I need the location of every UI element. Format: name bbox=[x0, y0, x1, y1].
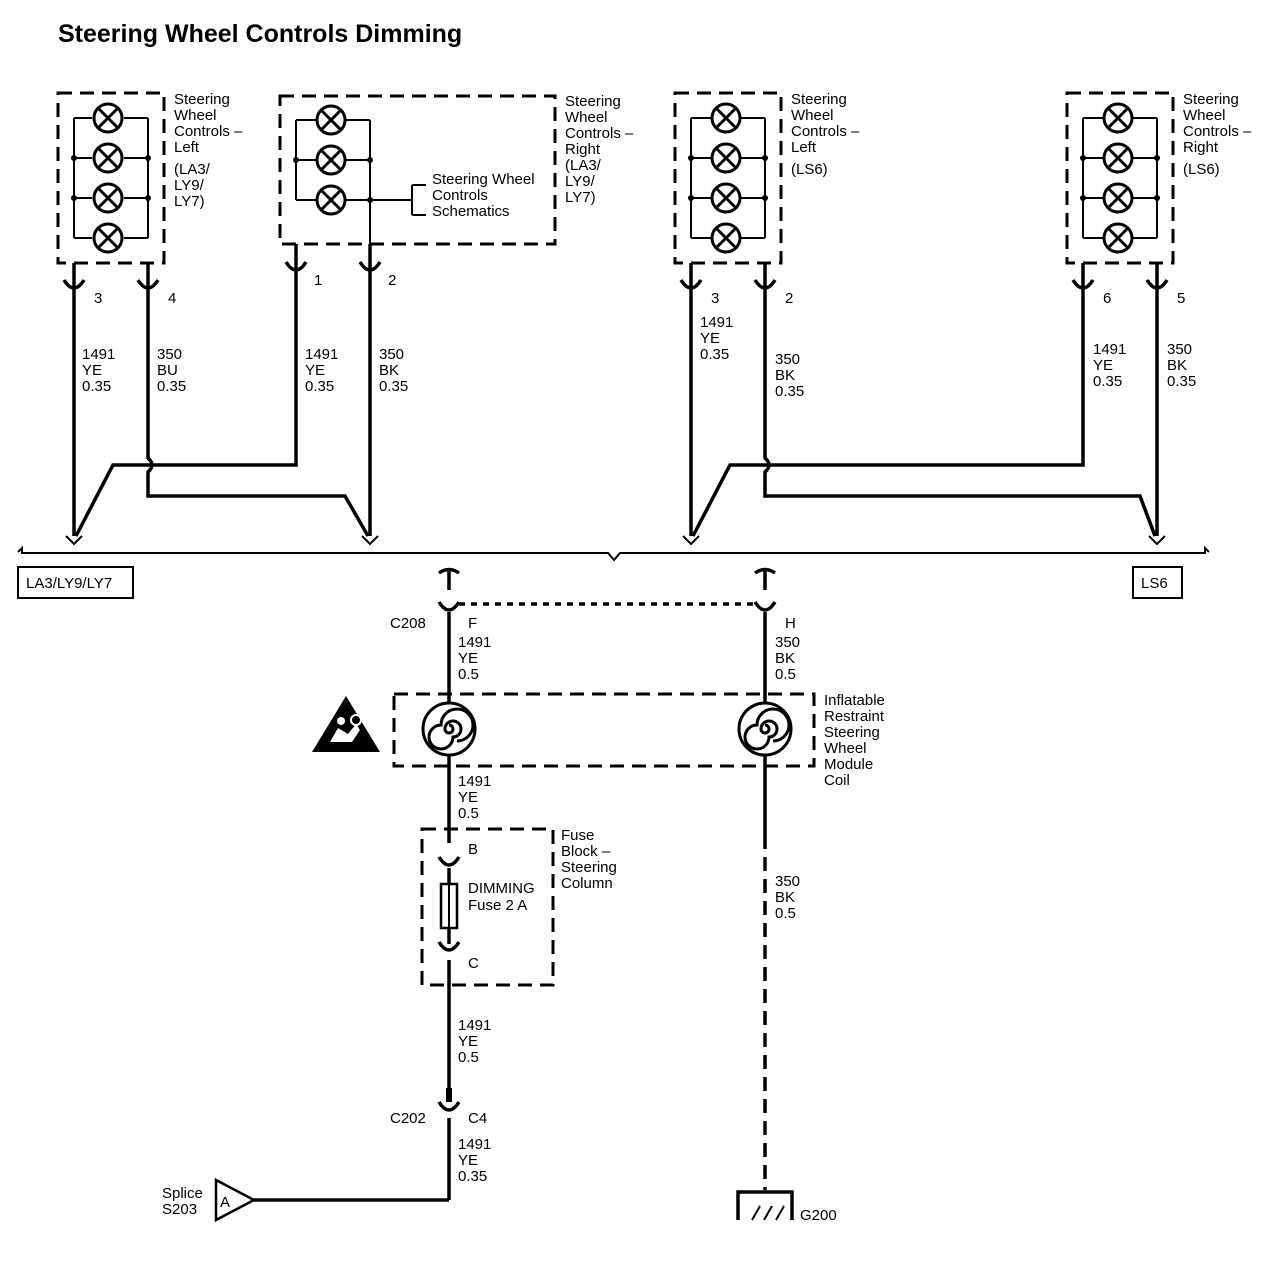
module-label: Steering Wheel Controls – Right (LS6) bbox=[1183, 91, 1256, 178]
connector-c202: C202 C4 bbox=[390, 1088, 487, 1127]
module-label: Inflatable Restraint Steering Wheel Modu… bbox=[824, 692, 889, 789]
pin-number: B bbox=[468, 841, 478, 858]
connector-label: C202 bbox=[390, 1110, 426, 1127]
lamp-icon bbox=[1083, 102, 1157, 134]
clockspring-icon bbox=[737, 701, 793, 757]
module-label: Steering Wheel Controls – Right (LA3/ LY… bbox=[565, 93, 638, 206]
pin-number: 3 bbox=[94, 290, 102, 307]
fuse-block: B C DIMMING Fuse 2 A Fuse Block – Steeri… bbox=[420, 827, 621, 987]
pin-number: 3 bbox=[711, 290, 719, 307]
lamp-icon bbox=[1083, 222, 1157, 254]
module-label: Steering Wheel Controls – Left (LA3/ LY9… bbox=[174, 91, 247, 210]
coil-module: Inflatable Restraint Steering Wheel Modu… bbox=[392, 692, 889, 789]
schematics-reference: Steering Wheel Controls Schematics bbox=[432, 171, 539, 220]
lamp-icon bbox=[296, 104, 370, 136]
connector-terminals bbox=[62, 261, 1169, 290]
pin-number: 4 bbox=[168, 290, 176, 307]
lamp-icon bbox=[296, 184, 370, 216]
connector-label: C208 bbox=[390, 615, 426, 632]
lamp-icon bbox=[74, 222, 148, 254]
lamp-icon bbox=[296, 144, 370, 176]
upper-wiring bbox=[65, 244, 1166, 546]
pin-number: C bbox=[468, 955, 479, 972]
lamp-icon bbox=[74, 182, 148, 214]
pin-number: 5 bbox=[1177, 290, 1185, 307]
splice-s203: A Splice S203 bbox=[162, 1177, 257, 1223]
option-label-right: LS6 bbox=[1141, 575, 1168, 592]
airbag-warning-icon bbox=[312, 696, 380, 752]
lamp-icon bbox=[74, 102, 148, 134]
option-box-left: LA3/LY9/LY7 bbox=[17, 566, 134, 599]
lamp-icon bbox=[691, 102, 765, 134]
ground-icon bbox=[736, 1190, 794, 1221]
module-right-la3: Steering Wheel Controls Schematics Steer… bbox=[278, 93, 638, 246]
connector-c208: C208 F H bbox=[390, 567, 796, 632]
module-label: Steering Wheel Controls – Left (LS6) bbox=[791, 91, 864, 178]
lamp-icon bbox=[74, 142, 148, 174]
splice-label: Splice S203 bbox=[162, 1185, 207, 1218]
option-divider bbox=[17, 545, 1210, 562]
pin-number: C4 bbox=[468, 1110, 487, 1127]
lamp-icon bbox=[691, 222, 765, 254]
lamp-icon bbox=[1083, 142, 1157, 174]
option-box-right: LS6 bbox=[1132, 566, 1183, 599]
lamp-icon bbox=[691, 142, 765, 174]
module-right-ls6: Steering Wheel Controls – Right (LS6) bbox=[1065, 91, 1256, 265]
fuse-label: DIMMING Fuse 2 A bbox=[468, 880, 539, 914]
module-left-ls6: Steering Wheel Controls – Left (LS6) bbox=[673, 91, 864, 265]
module-left-la3: Steering Wheel Controls – Left (LA3/ LY9… bbox=[56, 91, 247, 265]
clockspring-icon bbox=[421, 701, 477, 757]
pin-number: H bbox=[785, 615, 796, 632]
splice-letter: A bbox=[220, 1194, 230, 1211]
ground-label: G200 bbox=[800, 1207, 837, 1224]
lamp-icon bbox=[691, 182, 765, 214]
lamp-icon bbox=[1083, 182, 1157, 214]
splice-arrow-icon bbox=[214, 1177, 257, 1223]
pin-number: 2 bbox=[388, 272, 396, 289]
ground-g200: G200 bbox=[736, 1190, 837, 1224]
pin-number: 2 bbox=[785, 290, 793, 307]
pin-number: 6 bbox=[1103, 290, 1111, 307]
diagram-title: Steering Wheel Controls Dimming bbox=[58, 20, 462, 48]
pin-number: 1 bbox=[314, 272, 322, 289]
option-label-left: LA3/LY9/LY7 bbox=[26, 575, 112, 592]
module-label: Fuse Block – Steering Column bbox=[561, 827, 621, 892]
pin-number: F bbox=[468, 615, 477, 632]
